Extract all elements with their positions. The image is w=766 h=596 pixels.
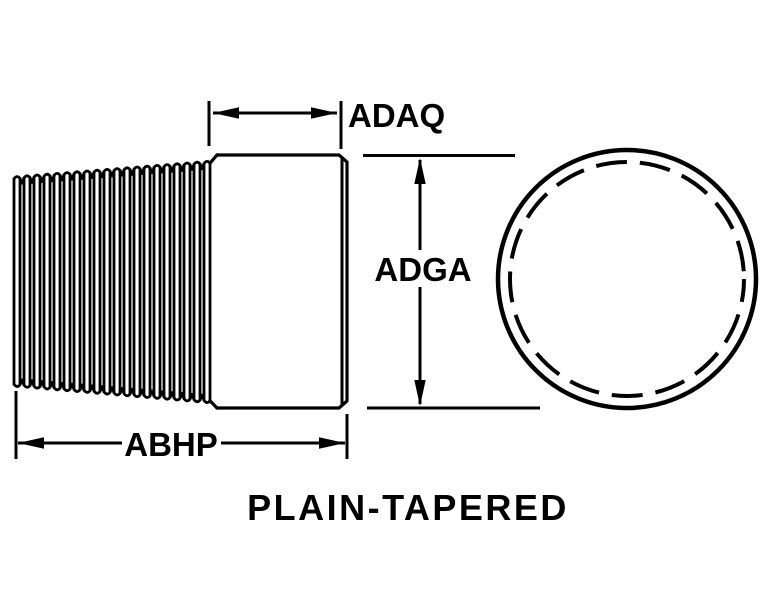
thread-bottom-profile — [12, 378, 212, 404]
outer-diameter-circle — [495, 147, 759, 411]
dimension-adga: ADGA — [363, 154, 540, 410]
abhp-label: ABHP — [124, 426, 218, 463]
adga-arrowhead-up — [414, 158, 426, 184]
adaq-arrowhead-right — [311, 107, 337, 119]
adga-arrowhead-down — [414, 380, 426, 406]
thread-to-body-chamfer — [208, 153, 219, 410]
adga-label: ADGA — [374, 251, 471, 288]
adaq-label: ADAQ — [348, 97, 445, 134]
dimension-adaq: ADAQ — [207, 97, 445, 149]
adaq-arrowhead-left — [213, 107, 239, 119]
abhp-arrowhead-right — [319, 437, 345, 449]
side-view-pipe — [12, 153, 349, 410]
thread-flanks — [12, 161, 212, 403]
dimension-abhp: ABHP — [14, 391, 349, 463]
abhp-arrowhead-left — [18, 437, 44, 449]
end-view-circle — [495, 147, 759, 411]
thread-top-profile — [12, 160, 212, 185]
hidden-thread-circle-dashed — [508, 160, 746, 398]
pipe-body-outline — [215, 153, 349, 410]
diagram-title: PLAIN-TAPERED — [247, 487, 569, 528]
